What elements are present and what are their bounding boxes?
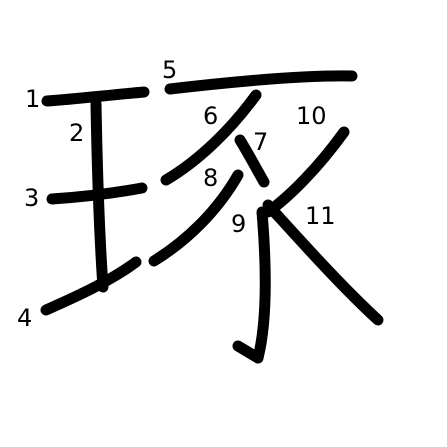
stroke-number-9: 9 [231, 210, 246, 238]
stroke-11 [262, 199, 384, 326]
stroke-number-11: 11 [305, 202, 336, 230]
stroke-4 [40, 256, 142, 316]
stroke-7 [234, 134, 270, 188]
stroke-5 [164, 70, 358, 95]
stroke-number-4: 4 [17, 304, 32, 332]
stroke-number-5: 5 [162, 56, 177, 84]
stroke-number-2: 2 [69, 119, 84, 147]
stroke-number-8: 8 [203, 164, 218, 192]
stroke-9 [232, 206, 271, 364]
stroke-number-3: 3 [24, 184, 39, 212]
stroke-number-10: 10 [296, 102, 327, 130]
stroke-number-labels: 1 2 3 4 5 6 7 8 9 10 11 [17, 56, 336, 332]
stroke-3 [46, 182, 148, 205]
stroke-8 [148, 169, 244, 267]
stroke-6 [160, 89, 262, 186]
stroke-number-6: 6 [203, 102, 218, 130]
character-strokes [40, 70, 384, 364]
stroke-1 [41, 86, 150, 107]
stroke-number-7: 7 [253, 128, 268, 156]
stroke-number-1: 1 [25, 85, 40, 113]
